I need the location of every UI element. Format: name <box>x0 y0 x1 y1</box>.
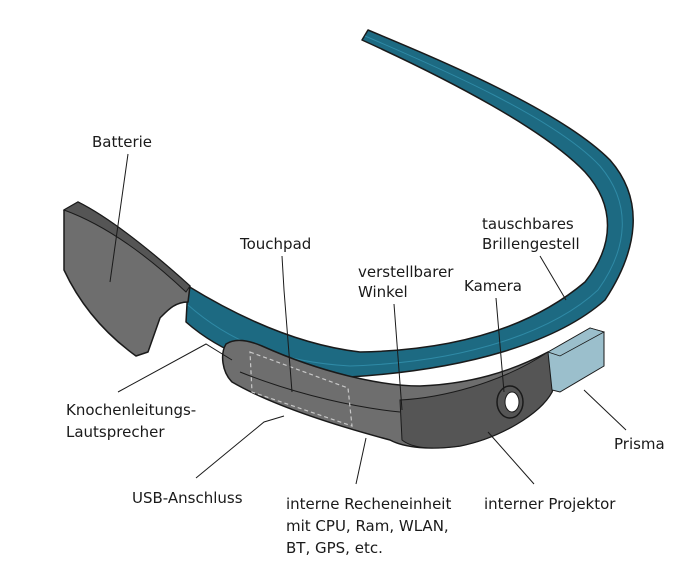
touchpad-area <box>249 351 353 427</box>
label-projector: interner Projektor <box>484 495 616 513</box>
camera-lens <box>504 391 520 413</box>
label-bone-line2: Lautsprecher <box>66 423 165 441</box>
label-camera: Kamera <box>464 277 522 295</box>
label-touchpad: Touchpad <box>240 235 312 253</box>
leader-bone <box>117 343 233 393</box>
label-prism: Prisma <box>614 435 665 453</box>
label-usb: USB-Anschluss <box>132 489 243 507</box>
label-hinge-line1: verstellbarer <box>358 263 454 281</box>
label-frame-line1: tauschbares <box>482 215 574 233</box>
leader-cpu <box>355 437 367 485</box>
frame-highlight <box>187 35 623 367</box>
label-frame-line2: Brillengestell <box>482 235 580 253</box>
battery-top-face <box>62 201 191 293</box>
housing-seam <box>239 371 401 413</box>
label-battery: Batterie <box>92 133 153 151</box>
leader-usb <box>195 415 285 479</box>
label-cpu-line2: mit CPU, Ram, WLAN, <box>286 517 449 535</box>
leader-lines <box>109 153 627 485</box>
label-bone-line1: Knochenleitungs- <box>66 401 197 419</box>
frame-band <box>185 29 634 379</box>
label-cpu-line3: BT, GPS, etc. <box>286 539 383 557</box>
leader-prism <box>583 389 627 431</box>
housing-front-face <box>399 351 556 449</box>
leader-hinge <box>393 303 403 411</box>
leader-battery <box>109 153 129 283</box>
label-hinge-line2: Winkel <box>358 283 408 301</box>
prism-top-face <box>547 327 606 357</box>
leader-touchpad <box>281 255 293 393</box>
leader-frame <box>539 255 567 301</box>
leader-camera <box>495 297 505 393</box>
leader-projector <box>487 431 535 485</box>
label-cpu-line1: interne Recheneinheit <box>286 495 452 513</box>
